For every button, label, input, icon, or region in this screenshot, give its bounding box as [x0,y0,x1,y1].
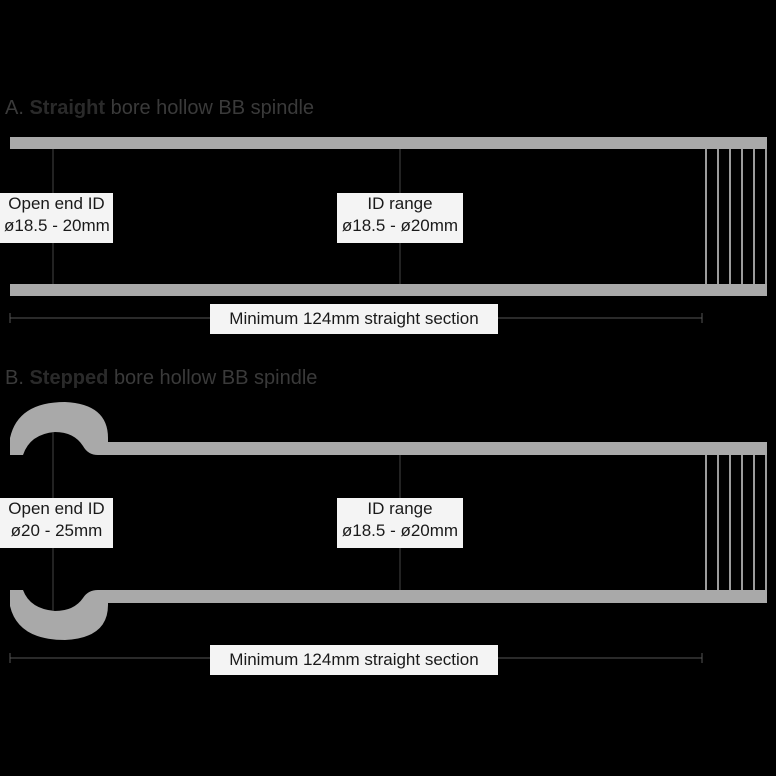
section-b-suffix: bore hollow BB spindle [113,367,318,389]
spindle-b-thread-lines [705,455,767,590]
section-a-id-range-label: ID range ø18.5 - ø20mm [337,193,463,243]
section-a-open-end-value: ø18.5 - 20mm [4,216,110,235]
section-a-prefix: A. [5,97,24,119]
section-b-open-end-value: ø20 - 25mm [10,521,103,540]
section-b-open-end-title: Open end ID [8,499,105,518]
section-b-prefix: B. [5,367,24,389]
section-b-id-range-value: ø18.5 - ø20mm [341,521,459,540]
section-a-open-end-label: Open end ID ø18.5 - 20mm [0,193,113,243]
spindle-a-bottom-wall [10,284,767,296]
spindle-a-thread-lines [705,149,767,284]
section-b-id-range-title: ID range [367,499,433,518]
section-b-heading: B. Stepped bore hollow BB spindle [5,367,317,390]
spindle-b-top-flange [10,402,767,455]
section-a-emphasis: Straight [29,97,106,119]
section-a-suffix: bore hollow BB spindle [110,97,315,119]
section-b-length-label: Minimum 124mm straight section [210,645,498,675]
section-a-id-range-title: ID range [367,194,433,213]
spindle-a-top-wall [10,137,767,149]
section-a-length-label: Minimum 124mm straight section [210,304,498,334]
section-a-open-end-title: Open end ID [8,194,105,213]
spindle-b-bottom-flange [10,590,767,640]
section-b-emphasis: Stepped [29,367,109,389]
section-a-id-range-value: ø18.5 - ø20mm [341,216,459,235]
section-b-open-end-label: Open end ID ø20 - 25mm [0,498,113,548]
section-a-heading: A. Straight bore hollow BB spindle [5,97,314,120]
spindle-a [9,137,767,323]
spindle-b [9,402,767,663]
section-b-id-range-label: ID range ø18.5 - ø20mm [337,498,463,548]
